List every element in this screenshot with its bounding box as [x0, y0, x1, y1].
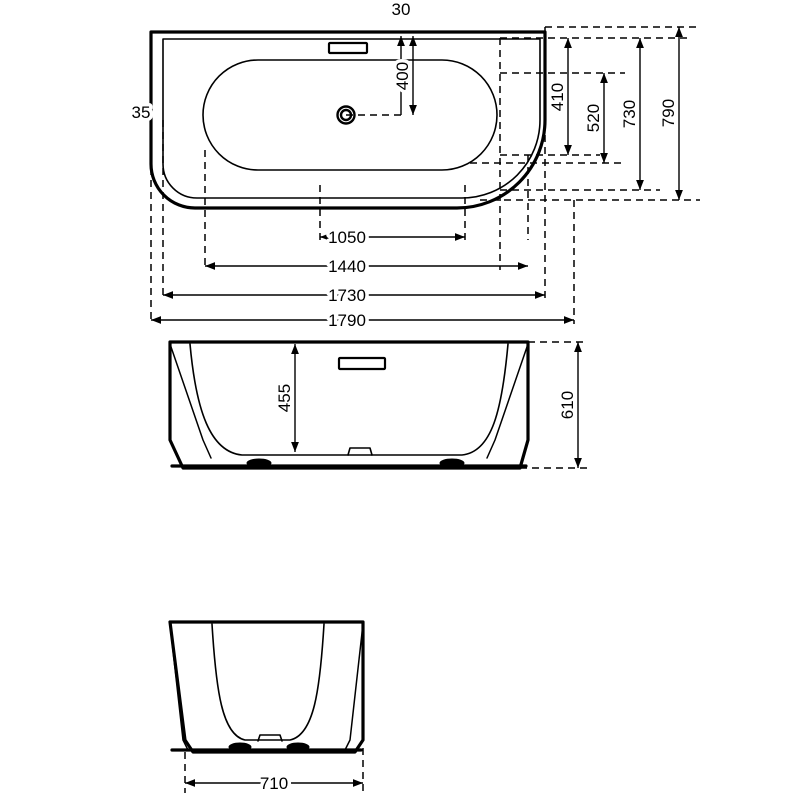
dimension-400: 400 — [390, 36, 417, 115]
waste-outlet-front — [347, 447, 373, 456]
dimension-410-label: 410 — [548, 83, 567, 111]
dimension-30-label: 30 — [392, 0, 411, 19]
dimension-1050: 1050 — [320, 225, 465, 251]
dimension-1440: 1440 — [205, 254, 528, 280]
dimension-400-label: 400 — [393, 62, 412, 90]
front-view-left-taper — [169, 343, 212, 459]
dimension-710-label: 710 — [260, 774, 288, 793]
overflow-slot-front — [337, 356, 387, 371]
dimension-610: 610 — [520, 341, 588, 469]
top-view: 30 400 35 410 520 730 790 — [128, 0, 700, 334]
overflow-slot-top — [327, 41, 369, 55]
dimension-455-label: 455 — [275, 384, 294, 412]
dimension-410: 410 — [545, 38, 572, 155]
dimension-610-label: 610 — [558, 391, 577, 419]
dimension-1050-label: 1050 — [328, 228, 366, 247]
dimension-790-label: 790 — [659, 99, 678, 127]
side-view-outer-body — [168, 620, 365, 754]
dimension-520: 520 — [581, 73, 608, 163]
top-view-rim-line — [162, 38, 541, 199]
side-view-right-taper — [344, 623, 364, 751]
front-view: 455 610 — [168, 340, 588, 470]
dimension-1790: 1790 — [151, 200, 575, 334]
support-foot-side-right — [286, 742, 310, 752]
dimension-730-label: 730 — [620, 100, 639, 128]
support-foot-front-left — [246, 458, 272, 468]
dimension-1730-label: 1730 — [328, 286, 366, 305]
side-view: 710 — [168, 620, 365, 797]
dimension-1790-label: 1790 — [328, 311, 366, 330]
dimension-35-label: 35 — [132, 103, 151, 122]
side-view-bowl-line — [211, 623, 325, 741]
dimension-455: 455 — [272, 344, 299, 452]
dimension-30: 30 — [346, 0, 414, 116]
support-foot-front-right — [439, 458, 465, 468]
top-view-outer-body — [149, 30, 547, 210]
dimension-520-label: 520 — [584, 104, 603, 132]
dimension-730: 730 — [617, 38, 644, 190]
top-view-extension-lines — [150, 26, 700, 322]
front-view-bowl-line — [189, 343, 509, 456]
dimension-710: 710 — [184, 748, 364, 797]
support-foot-side-left — [228, 742, 252, 752]
waste-outlet-side — [257, 734, 283, 742]
front-view-right-taper — [486, 343, 529, 459]
dimension-1730: 1730 — [163, 283, 545, 309]
side-view-left-taper — [169, 623, 189, 751]
top-view-inner-bowl — [202, 59, 498, 171]
dimension-1440-label: 1440 — [328, 257, 366, 276]
dimension-790: 790 — [656, 27, 683, 200]
